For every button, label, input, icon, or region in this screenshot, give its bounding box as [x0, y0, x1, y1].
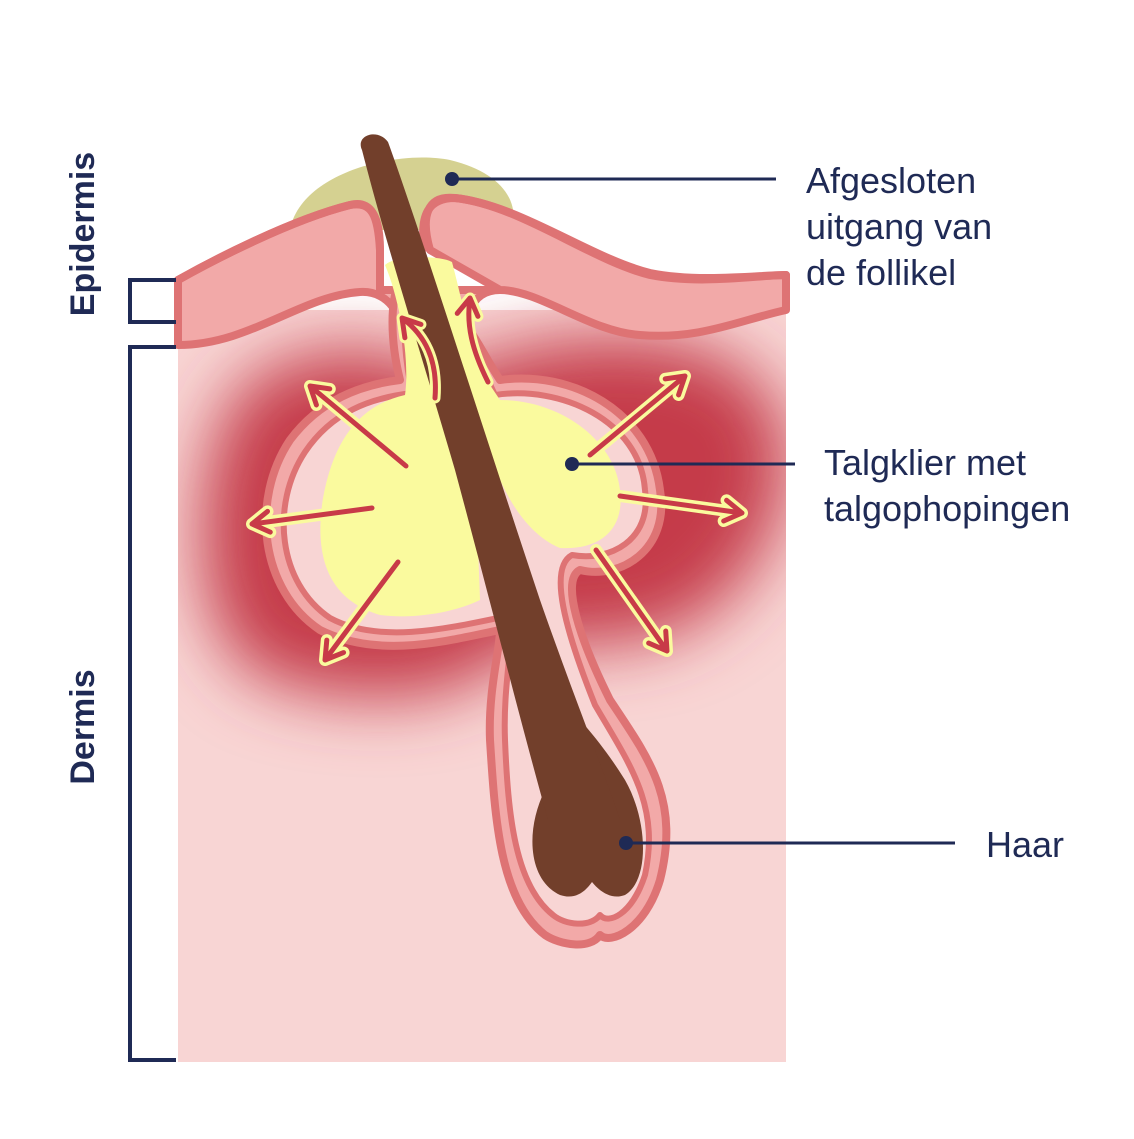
- outward-arrow-icon: [617, 493, 745, 524]
- label-follicle-exit-line-1: Afgesloten: [806, 160, 977, 201]
- outward-arrow-icon: [322, 559, 401, 663]
- hair-shaft: [360, 134, 620, 821]
- label-sebaceous-gland-line-1: Talgklier met: [824, 442, 1027, 483]
- label-follicle-exit-line-2: uitgang van: [806, 206, 993, 247]
- outward-arrow-icons: [246, 292, 748, 666]
- label-follicle-exit-line-3: de follikel: [806, 252, 957, 293]
- label-dermis: Dermis: [64, 669, 102, 785]
- label-sebaceous-gland-line-2: talgophopingen: [824, 488, 1071, 529]
- bracket-icons: [128, 278, 176, 1062]
- pointer-dot-icons: [445, 172, 633, 850]
- label-sebaceous-gland: Talgklier met talgophopingen: [824, 440, 1070, 532]
- outward-arrow-icon: [307, 383, 409, 469]
- label-follicle-exit: Afgesloten uitgang van de follikel: [806, 158, 992, 296]
- pointer-dot-icon: [445, 172, 459, 186]
- pointer-dot-icon: [619, 836, 633, 850]
- pointer-lines: [452, 177, 955, 845]
- outward-arrow-icon: [249, 505, 375, 535]
- outward-arrow-icon: [593, 547, 670, 654]
- dermis-bracket-icon: [128, 345, 176, 1062]
- label-epidermis: Epidermis: [64, 151, 102, 317]
- outward-arrow-icon: [399, 315, 438, 401]
- label-hair: Haar: [986, 824, 1065, 865]
- outward-arrow-icon: [587, 373, 688, 458]
- outward-arrow-icon: [454, 295, 491, 385]
- pointer-dot-icon: [565, 457, 579, 471]
- epidermis-bracket-icon: [128, 278, 176, 324]
